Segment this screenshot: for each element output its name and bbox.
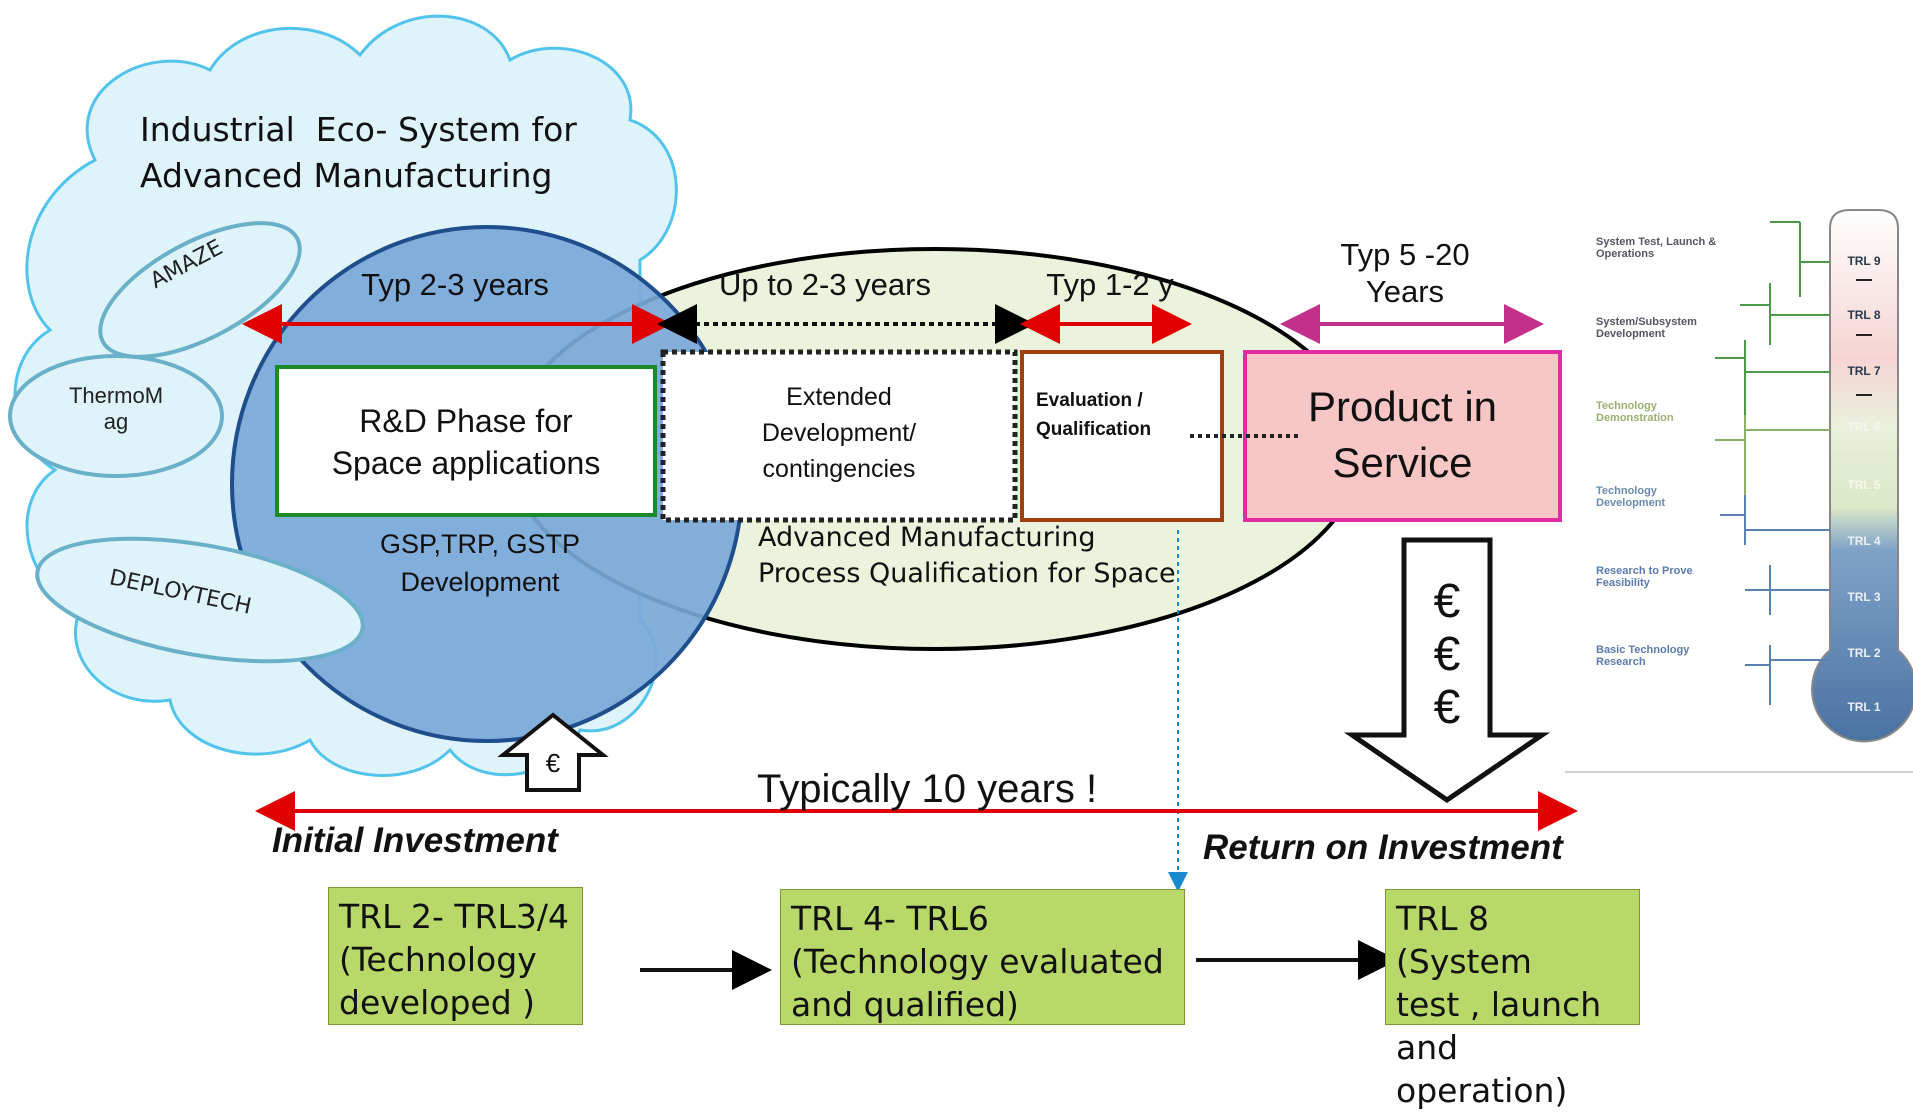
trl-level-1: TRL 1 xyxy=(1847,700,1881,714)
rd-programmes-line2: Development xyxy=(400,567,560,598)
service-duration-line1: Typ 5 -20 xyxy=(1340,237,1470,272)
service-duration-line2: Years xyxy=(1365,274,1445,310)
investment-euro: € xyxy=(545,748,561,778)
trl-box-3: TRL 8 (System test , launch and operatio… xyxy=(1385,889,1640,1110)
return-euro-2: € xyxy=(1433,627,1461,681)
ecosystem-title-line2: Advanced Manufacturing xyxy=(140,155,553,195)
extended-duration-label: Up to 2-3 years xyxy=(719,267,931,302)
extended-box-line2: Development/ xyxy=(761,419,917,447)
thermomag-bubble xyxy=(8,354,224,478)
rd-programmes-line1: GSP,TRP, GSTP xyxy=(379,529,581,559)
trl-category-6: Basic Technology Research xyxy=(1596,644,1690,669)
return-euro-3: € xyxy=(1433,680,1461,734)
trl-category-5: Research to Prove Feasibility xyxy=(1596,565,1693,590)
trl-category-1: System Test, Launch & Operations xyxy=(1596,236,1717,261)
rd-duration-label: Typ 2-3 years xyxy=(361,267,549,302)
deploytech-bubble xyxy=(35,536,365,664)
trl-level-5: TRL 5 xyxy=(1847,478,1881,492)
evaluation-box xyxy=(1020,350,1224,522)
evaluation-box-line2: Qualification xyxy=(1036,418,1152,440)
service-box-line1: Product in xyxy=(1307,383,1498,430)
trl-box-2: TRL 4- TRL6 (Technology evaluated and qu… xyxy=(780,889,1185,1025)
rd-box-line2: Space applications xyxy=(331,445,601,482)
evaluation-duration-label: Typ 1-2 y xyxy=(1046,267,1174,302)
service-box-text: Product in Service xyxy=(1250,382,1555,489)
extended-development-box xyxy=(660,349,1018,523)
trl-box-1-line1: TRL 2- TRL3/4 xyxy=(339,897,569,936)
trl-level-2: TRL 2 xyxy=(1847,646,1881,660)
amaze-bubble xyxy=(98,221,302,359)
trl-box-1-line2: (Technology xyxy=(339,939,537,979)
thermomag-label: ThermoM ag xyxy=(68,383,164,435)
extended-box-text: Extended Development/ contingencies xyxy=(668,382,1010,484)
trl-level-9: TRL 9 xyxy=(1847,254,1881,268)
trl-box-1-line3: developed ) xyxy=(339,982,536,1022)
trl-box-1: TRL 2- TRL3/4 (Technology developed ) xyxy=(328,887,583,1025)
rd-box-line1: R&D Phase for xyxy=(359,403,573,439)
return-euro-1: € xyxy=(1433,575,1461,628)
rd-box-text: R&D Phase for Space applications xyxy=(280,402,652,483)
trl-level-4: TRL 4 xyxy=(1847,534,1881,548)
qualification-label-line2: Process Qualification for Space xyxy=(758,558,1176,590)
trl-category-3: Technology Demonstration xyxy=(1596,400,1674,425)
trl-box-3-line2: test , launch xyxy=(1396,984,1602,1024)
trl-box-2-line1: TRL 4- TRL6 xyxy=(791,899,989,938)
initial-investment-label: Initial Investment xyxy=(272,821,558,860)
ecosystem-title-line1: Industrial Eco- System for xyxy=(140,110,577,149)
trl-box-2-line2: (Technology evaluated xyxy=(791,941,1164,981)
return-down-arrow xyxy=(1343,537,1551,804)
ecosystem-title: Industrial Eco- System for Advanced Manu… xyxy=(140,110,577,195)
qualification-label: Advanced Manufacturing Process Qualifica… xyxy=(758,522,1176,591)
trl-level-6: TRL 6 xyxy=(1847,420,1881,434)
trl-box-3-line1: TRL 8 (System xyxy=(1396,899,1532,981)
service-duration-label: Typ 5 -20 Years xyxy=(1300,236,1510,310)
qualification-label-line1: Advanced Manufacturing xyxy=(758,522,1096,553)
trl-box-2-line3: and qualified) xyxy=(791,984,1019,1024)
diagram-canvas xyxy=(8,14,1913,990)
trl-category-2: System/Subsystem Development xyxy=(1596,316,1697,341)
rd-phase-box xyxy=(275,365,657,517)
trl-level-3: TRL 3 xyxy=(1847,590,1881,604)
investment-up-arrow xyxy=(497,712,609,792)
evaluation-box-text: Evaluation / Qualification xyxy=(1036,390,1151,442)
trl-scale-graphic xyxy=(1565,209,1913,773)
extended-box-line3: contingencies xyxy=(762,455,916,483)
trl-category-4: Technology Development xyxy=(1596,485,1666,510)
trl-level-7: TRL 7 xyxy=(1847,364,1881,378)
return-on-investment-label: Return on Investment xyxy=(1203,828,1563,867)
rd-programmes: GSP,TRP, GSTP Development xyxy=(330,528,630,599)
return-euros: € € € xyxy=(1410,575,1484,734)
extended-box-line1: Extended xyxy=(786,383,892,411)
trl-box-3-line3: and operation) xyxy=(1396,1027,1568,1110)
evaluation-box-line1: Evaluation / xyxy=(1036,390,1143,411)
timeline-label: Typically 10 years ! xyxy=(757,767,1098,811)
trl-level-8: TRL 8 xyxy=(1847,308,1881,322)
service-box-line2: Service xyxy=(1332,439,1473,487)
